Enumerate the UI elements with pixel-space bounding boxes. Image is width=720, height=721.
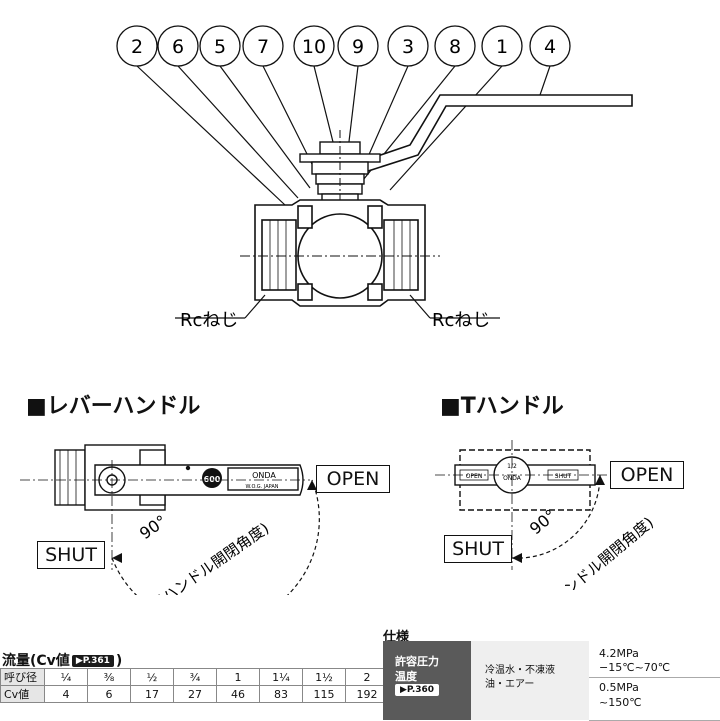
callout-number: 4	[544, 36, 556, 58]
lever-shut-label: SHUT	[37, 541, 105, 569]
t-angle-caption: (ハンドル開閉角度)	[545, 513, 657, 590]
callout-number: 2	[131, 36, 143, 58]
table-row: 呼び径 ¼ ⅜ ½ ¾ 1 1¼ 1½ 2	[0, 668, 389, 686]
flow-table: 呼び径 ¼ ⅜ ½ ¾ 1 1¼ 1½ 2 Cv値 4 6 17 27 46 8…	[0, 668, 389, 703]
callout-number: 1	[496, 36, 508, 58]
flow-title-close: )	[115, 653, 123, 669]
spec-label-line2: 温度	[395, 670, 417, 683]
t-shut-label: SHUT	[444, 535, 512, 563]
cv-cell: 6	[87, 685, 131, 703]
t-center-brand: ONDA	[503, 475, 522, 482]
callout-number: 10	[302, 36, 326, 58]
spec-label-line1: 許容圧力	[395, 655, 439, 668]
lever-angle-label: 90°	[136, 511, 170, 543]
lever-handle-part	[358, 94, 633, 173]
spec-label-cell: 許容圧力 温度 ▶P.360	[383, 641, 471, 720]
spec-values-cell: 4.2MPa −15℃~70℃ 0.5MPa ~150℃	[589, 641, 720, 721]
cv-cell: 4	[44, 685, 88, 703]
t-handle-heading: ■Tハンドル	[440, 394, 564, 419]
cv-cell: 192	[345, 685, 389, 703]
size-cell: 1	[216, 668, 260, 686]
rc-thread-label-left: Rcねじ	[180, 310, 238, 331]
lever-open-label: OPEN	[316, 465, 390, 493]
cv-cell: 83	[259, 685, 303, 703]
spec-fluid-cell: 冷温水・不凍液 油・エアー	[471, 641, 589, 720]
flow-title: 流量(Cv値▶P.361)	[2, 650, 122, 670]
spec-temp-1: −15℃~70℃	[599, 661, 671, 674]
t-handle-view: OPEN SHUT 1/2 ONDA 90° (ハンドル開閉角度)	[435, 440, 657, 590]
rc-thread-label-right: Rcねじ	[432, 310, 490, 331]
rc-leaders	[175, 294, 500, 319]
valve-body	[240, 199, 440, 307]
table-row: Cv値 4 6 17 27 46 83 115 192	[0, 685, 389, 703]
spec-temp-2: ~150℃	[599, 696, 642, 709]
cv-cell: 46	[216, 685, 260, 703]
size-cell: ⅜	[87, 668, 131, 686]
lever-plate-brand: ONDA	[252, 471, 276, 480]
spec-box: 許容圧力 温度 ▶P.360 冷温水・不凍液 油・エアー 4.2MPa −15℃…	[383, 641, 720, 721]
cv-cell: 115	[302, 685, 346, 703]
flow-title-text: 流量(Cv値	[2, 653, 70, 669]
t-bar-open: OPEN	[466, 473, 483, 480]
t-bar-shut: SHUT	[555, 473, 572, 480]
lever-handle-view: 600 ONDA W.O.G. JAPAN 90° (ハンドル開閉角度)	[20, 444, 320, 595]
size-header: 呼び径	[0, 668, 45, 686]
spec-fluid2: 油・エアー	[485, 679, 535, 690]
t-open-label: OPEN	[610, 461, 684, 489]
cv-cell: 27	[173, 685, 217, 703]
lever-handle-heading: ■レバーハンドル	[26, 394, 201, 419]
size-cell: 1¼	[259, 668, 303, 686]
spec-pressure-2: 0.5MPa	[599, 681, 639, 694]
flow-page-ref[interactable]: ▶P.361	[71, 655, 114, 667]
cv-header: Cv値	[0, 685, 45, 703]
callout-number: 8	[449, 36, 461, 58]
valve-section-drawing: 2 6 5 7 10 9 3 8 1 4	[116, 25, 633, 331]
callout-number: 7	[257, 36, 269, 58]
callout-number: 9	[352, 36, 364, 58]
cv-cell: 17	[130, 685, 174, 703]
size-cell: 1½	[302, 668, 346, 686]
size-cell: ¾	[173, 668, 217, 686]
spec-fluid: 冷温水・不凍液	[485, 665, 555, 676]
callout-group: 2 6 5 7 10 9 3 8 1 4	[116, 25, 571, 67]
callout-number: 6	[172, 36, 184, 58]
lever-angle-caption: (ハンドル開閉角度)	[154, 519, 272, 595]
lever-plate-sub: W.O.G. JAPAN	[246, 484, 279, 490]
lever-600-badge: 600	[204, 475, 221, 484]
callout-number: 5	[214, 36, 226, 58]
spec-page-ref[interactable]: ▶P.360	[395, 684, 440, 696]
size-cell: ¼	[44, 668, 88, 686]
size-cell: ½	[130, 668, 174, 686]
callout-number: 3	[402, 36, 414, 58]
spec-pressure-1: 4.2MPa	[599, 647, 639, 660]
